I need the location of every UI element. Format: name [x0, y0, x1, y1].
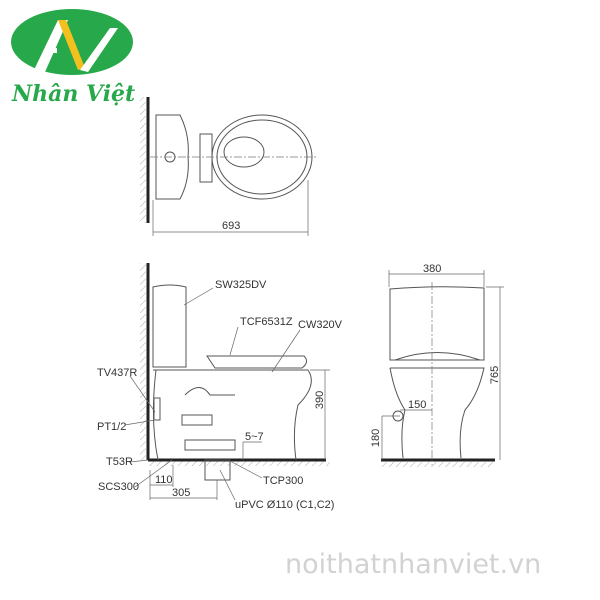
label-uPVC: uPVC Ø110 (C1,C2): [235, 499, 334, 511]
dim-305: 305: [172, 487, 190, 499]
label-SW325DV: SW325DV: [215, 279, 267, 291]
front-view: 380 765 150 180: [370, 263, 504, 467]
label-CW320V: CW320V: [298, 319, 343, 331]
dim-765: 765: [489, 366, 501, 384]
label-T53R: T53R: [106, 456, 133, 468]
dim-150: 150: [408, 399, 426, 411]
dim-180: 180: [370, 429, 382, 447]
dim-390: 390: [314, 391, 326, 409]
top-view: 693: [140, 97, 318, 236]
label-TCF6531Z: TCF6531Z: [240, 316, 293, 328]
side-view: SW325DV TCF6531Z CW320V TV437R PT1/2 T53…: [97, 263, 343, 511]
dim-380: 380: [423, 263, 441, 275]
label-gap: 5~7: [245, 431, 264, 443]
dim-110: 110: [155, 474, 173, 486]
label-SCS300: SCS300: [98, 481, 139, 493]
label-TCP300: TCP300: [263, 475, 303, 487]
label-PT1-2: PT1/2: [97, 421, 126, 433]
logo-text: Nhân Việt: [11, 81, 135, 107]
dim-693: 693: [222, 220, 240, 232]
watermark: noithatnhanviet.vn: [285, 549, 541, 580]
label-TV437R: TV437R: [97, 367, 137, 379]
logo: Nhân Việt: [11, 9, 135, 107]
